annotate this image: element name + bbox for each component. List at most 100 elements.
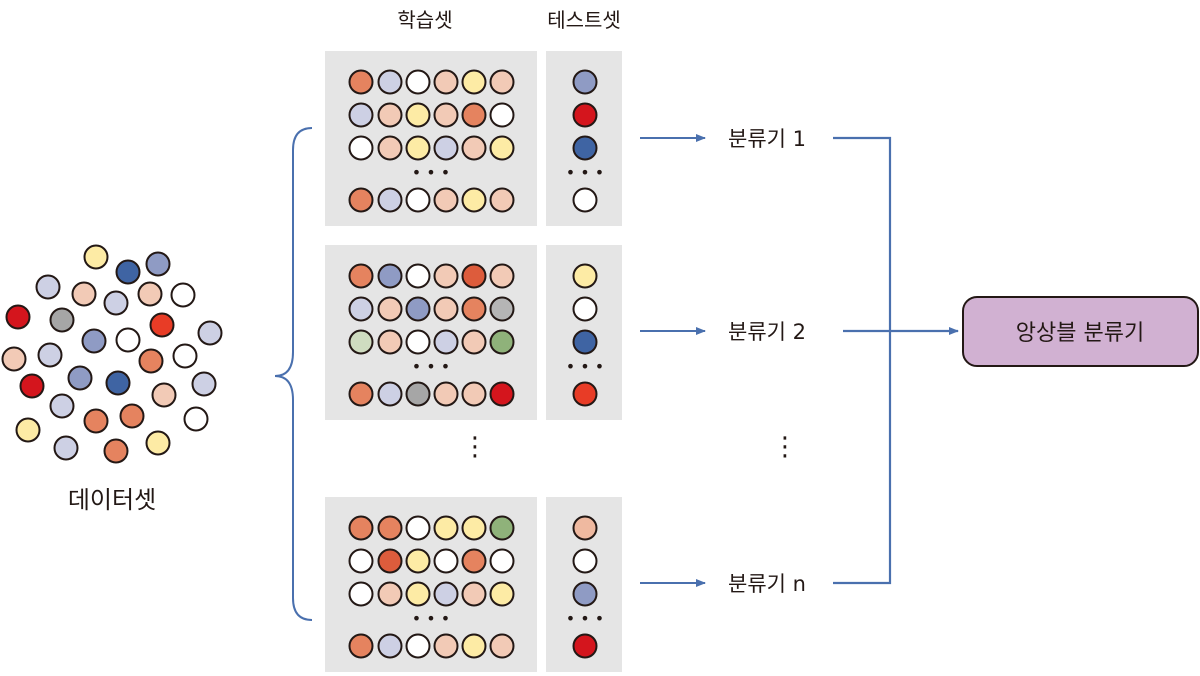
train-sample-circle: [348, 381, 374, 407]
train-sample-circle: [461, 263, 487, 289]
split-group-2: • • •• • •: [325, 245, 622, 420]
classifier-2-label: 분류기 2: [728, 320, 806, 344]
train-sample-circle: [433, 296, 459, 322]
train-sample-circle: [461, 633, 487, 659]
dataset-sample-circle: [105, 370, 131, 396]
train-sample-circle: [461, 69, 487, 95]
test-set-header: 테스트셋: [547, 8, 621, 32]
train-sample-circle: [348, 135, 374, 161]
train-sample-circle: [461, 296, 487, 322]
dataset-sample-circle: [115, 259, 141, 285]
ensemble-classifier-label: 앙상블 분류기: [1016, 321, 1144, 346]
dataset-sample-circle: [83, 408, 109, 434]
test-ellipsis: • • •: [566, 609, 604, 628]
train-sample-circle: [348, 69, 374, 95]
train-sample-circle: [405, 329, 431, 355]
train-sample-circle: [377, 581, 403, 607]
test-sample-circle: [572, 69, 598, 95]
train-sample-circle: [433, 548, 459, 574]
train-ellipsis: • • •: [412, 163, 450, 182]
train-sample-circle: [489, 135, 515, 161]
dataset-cluster: [1, 244, 223, 464]
train-sample-circle: [348, 548, 374, 574]
dataset-sample-circle: [19, 373, 45, 399]
train-sample-circle: [405, 69, 431, 95]
train-sample-circle: [377, 633, 403, 659]
dataset-sample-circle: [83, 244, 109, 270]
train-sample-circle: [489, 69, 515, 95]
train-sample-circle: [377, 381, 403, 407]
test-sample-circle: [572, 187, 598, 213]
train-sample-circle: [405, 263, 431, 289]
train-sample-circle: [433, 329, 459, 355]
train-sample-circle: [461, 102, 487, 128]
train-sample-circle: [433, 581, 459, 607]
train-sample-circle: [405, 187, 431, 213]
dataset-sample-circle: [183, 406, 209, 432]
test-sample-circle: [572, 548, 598, 574]
dataset-sample-circle: [137, 281, 163, 307]
test-sample-circle: [572, 102, 598, 128]
train-sample-circle: [348, 329, 374, 355]
dataset-sample-circle: [170, 282, 196, 308]
train-sample-circle: [405, 102, 431, 128]
dataset-sample-circle: [191, 371, 217, 397]
train-sample-circle: [461, 548, 487, 574]
train-sample-circle: [348, 296, 374, 322]
train-sample-circle: [489, 296, 515, 322]
train-sample-circle: [433, 102, 459, 128]
dataset-sample-circle: [81, 328, 107, 354]
train-sample-circle: [405, 581, 431, 607]
train-sample-circle: [433, 187, 459, 213]
dataset-sample-circle: [103, 290, 129, 316]
test-sample-circle: [572, 263, 598, 289]
train-sample-circle: [377, 296, 403, 322]
train-sample-circle: [489, 263, 515, 289]
train-sample-circle: [433, 515, 459, 541]
test-sample-circle: [572, 515, 598, 541]
test-sample-circle: [572, 381, 598, 407]
train-sample-circle: [461, 135, 487, 161]
dataset-sample-circle: [71, 281, 97, 307]
classifier-1-label: 분류기 1: [728, 127, 806, 151]
test-ellipsis: • • •: [566, 163, 604, 182]
dataset-sample-circle: [119, 403, 145, 429]
train-sample-circle: [433, 69, 459, 95]
train-sample-circle: [461, 187, 487, 213]
train-sample-circle: [433, 633, 459, 659]
train-sample-circle: [405, 633, 431, 659]
train-sample-circle: [348, 102, 374, 128]
dataset-sample-circle: [103, 438, 129, 464]
dataset-sample-circle: [67, 365, 93, 391]
train-sample-circle: [461, 581, 487, 607]
split-group-3: • • • • • •: [325, 497, 622, 672]
dataset-sample-circle: [49, 393, 75, 419]
dataset-sample-circle: [172, 343, 198, 369]
train-sample-circle: [348, 633, 374, 659]
train-sample-circle: [489, 102, 515, 128]
train-sample-circle: [489, 581, 515, 607]
dataset-sample-circle: [115, 327, 141, 353]
dataset-sample-circle: [149, 312, 175, 338]
train-sample-circle: [489, 633, 515, 659]
dataset-sample-circle: [35, 274, 61, 300]
dataset-sample-circle: [5, 304, 31, 330]
train-sample-circle: [405, 515, 431, 541]
dataset-sample-circle: [145, 251, 171, 277]
classifier-vertical-ellipsis: ⋮: [772, 432, 798, 462]
train-sample-circle: [405, 296, 431, 322]
train-sample-circle: [348, 187, 374, 213]
groups-layer: • • •• • •• • •• • •• • •• • •: [325, 51, 622, 672]
dataset-label: 데이터셋: [68, 486, 156, 514]
train-sample-circle: [489, 515, 515, 541]
train-ellipsis: • • •: [412, 609, 450, 628]
test-sample-circle: [572, 135, 598, 161]
dataset-sample-circle: [37, 342, 63, 368]
dataset-sample-circle: [151, 382, 177, 408]
split-brace: [274, 127, 313, 621]
test-sample-circle: [572, 296, 598, 322]
train-sample-circle: [377, 102, 403, 128]
dataset-sample-circle: [145, 430, 171, 456]
train-sample-circle: [489, 548, 515, 574]
